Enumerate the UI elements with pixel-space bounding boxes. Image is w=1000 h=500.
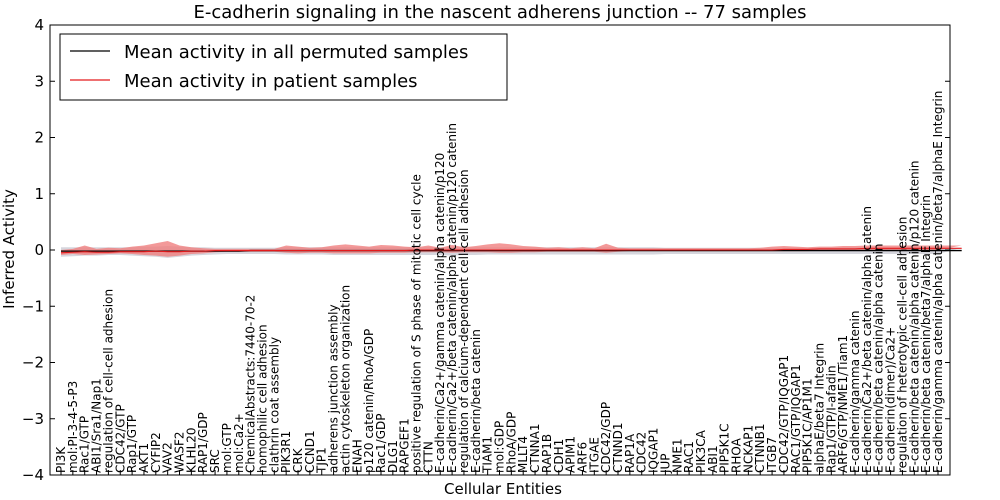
patient-band bbox=[61, 241, 962, 257]
x-tick-label: AKT1 bbox=[137, 443, 151, 473]
x-tick-label: RAPGEF1 bbox=[398, 418, 412, 473]
x-tick-label: SRC bbox=[208, 449, 222, 473]
x-tick-label: CDH1 bbox=[552, 439, 566, 473]
x-tick-label: E-cadherin/Ca2+/gamma catenin/alpha cate… bbox=[433, 153, 447, 473]
y-axis-label: Inferred Activity bbox=[0, 189, 18, 309]
plot-frame bbox=[49, 24, 951, 476]
x-tick-label: clathrin coat assembly bbox=[267, 337, 281, 473]
x-tick-label: NME1 bbox=[670, 438, 684, 473]
x-tick-label: CTNNB1 bbox=[753, 423, 767, 473]
x-tick-label: PI3K bbox=[54, 446, 68, 473]
x-tick-label: E-cadherin/Ca2+/beta catenin/alpha caten… bbox=[860, 206, 874, 473]
x-tick-label: IQGAP1 bbox=[647, 428, 661, 473]
x-tick-label: APIM1 bbox=[564, 436, 578, 473]
x-tick-label: JUP bbox=[658, 453, 672, 474]
x-tick-label: RAC1 bbox=[682, 441, 696, 473]
x-tick-label: ITGB7 bbox=[765, 437, 779, 473]
y-tick-label: 2 bbox=[34, 129, 44, 147]
x-tick-label: E-cadherin/gamma catenin bbox=[848, 310, 862, 473]
x-tick-label: mol:PI-3-4-5-P3 bbox=[66, 381, 80, 473]
y-tick-label: −4 bbox=[22, 466, 44, 484]
x-tick-label: mol:GDP bbox=[493, 421, 507, 473]
x-tick-label: CDC42/GTP bbox=[113, 404, 127, 473]
x-tick-label: KLHL20 bbox=[184, 427, 198, 473]
x-tick-label: PIP5K1C/AP1M1 bbox=[801, 378, 815, 473]
y-tick-label: 4 bbox=[34, 16, 44, 34]
x-tick-label: p120 catenin/RhoA/GDP bbox=[362, 329, 376, 473]
x-tick-label: CDC42 bbox=[635, 432, 649, 473]
x-tick-label: Rap1/GTP bbox=[125, 415, 139, 473]
chart-title: E-cadherin signaling in the nascent adhe… bbox=[193, 2, 806, 23]
x-tick-label: ChemicalAbstracts:7440-70-2 bbox=[244, 295, 258, 473]
x-tick-label: ENAH bbox=[350, 439, 364, 473]
legend-label-patient: Mean activity in patient samples bbox=[124, 71, 418, 92]
x-tick-label: ARF6 bbox=[575, 442, 589, 473]
x-tick-label: WASF2 bbox=[173, 431, 187, 473]
y-tick-label: 1 bbox=[34, 185, 44, 203]
x-tick-label: CYFIP2 bbox=[149, 432, 163, 473]
x-tick-label: alphaE/beta7 Integrin bbox=[812, 343, 826, 473]
legend-label-permuted: Mean activity in all permuted samples bbox=[124, 42, 468, 63]
x-tick-label: homophilic cell adhesion bbox=[255, 324, 269, 473]
x-tick-label: positive regulation of S phase of mitoti… bbox=[410, 174, 424, 473]
plot-area: −4 −3 −2 −1 0 1 2 3 4PI3Kmol:PI-3-4-5-P3Rac1/GTP… bbox=[22, 16, 962, 484]
x-tick-label: E-cadherin/gamma catenin/alpha catenin/b… bbox=[931, 91, 945, 473]
legend-box bbox=[59, 33, 508, 101]
x-tick-label: mol:GTP bbox=[220, 423, 234, 473]
x-tick-label: Rac1/GDP bbox=[374, 414, 388, 473]
x-tick-label: adherens junction assembly bbox=[327, 304, 341, 473]
x-tick-label: CRK bbox=[291, 447, 305, 473]
x-tick-label: E-cadherin/beta catenin/alpha catenin/p1… bbox=[907, 160, 921, 473]
x-tick-label: PIK3R1 bbox=[279, 431, 293, 473]
x-tick-label: E-cadherin/beta catenin/alpha catenin bbox=[872, 243, 886, 473]
x-tick-label: RAC1/GTP/IQGAP1 bbox=[789, 364, 803, 473]
x-tick-label: actin cytoskeleton organization bbox=[338, 285, 352, 473]
x-tick-label: CTTN bbox=[421, 441, 435, 473]
x-tick-label: MLLT4 bbox=[516, 436, 530, 473]
x-tick-label: mol:Ca2+ bbox=[232, 413, 246, 473]
x-tick-label: VAV2 bbox=[161, 442, 175, 473]
x-tick-label: TIAM1 bbox=[481, 436, 495, 474]
x-tick-label: CDC42/GDP bbox=[599, 402, 613, 473]
x-tick-label: ABI1/Sra1/Nap1 bbox=[90, 378, 104, 473]
x-tick-label: ITGAE bbox=[587, 437, 601, 473]
y-tick-label: −2 bbox=[22, 354, 44, 372]
x-tick-label: E-cadherin/Ca2+/beta catenin/alpha caten… bbox=[445, 123, 459, 473]
x-tick-label: RAP1A bbox=[623, 433, 637, 473]
x-tick-label: RAP1B bbox=[540, 434, 554, 473]
x-tick-label: CTNNA1 bbox=[528, 423, 542, 473]
x-tick-label: RAP1/GDP bbox=[196, 412, 210, 473]
x-tick-label: DLG1 bbox=[386, 440, 400, 473]
y-tick-label: −3 bbox=[22, 410, 44, 428]
x-tick-label: Rap1/GTP/I-afadin bbox=[824, 365, 838, 473]
y-tick-label: 0 bbox=[34, 241, 44, 259]
x-tick-label: CTNND1 bbox=[611, 422, 625, 473]
x-tick-label: RhoA/GDP bbox=[504, 412, 518, 473]
x-tick-label: Rac1/GTP bbox=[78, 416, 92, 473]
x-axis-label: Cellular Entities bbox=[444, 480, 562, 498]
x-tick-label: E-cadherin/beta catenin/beta7/alphaE Int… bbox=[919, 195, 933, 473]
x-tick-label: CCND1 bbox=[303, 430, 317, 473]
x-tick-label: regulation of cell-cell adhesion bbox=[101, 289, 115, 473]
y-tick-label: −1 bbox=[22, 297, 44, 315]
x-tick-label: TJP1 bbox=[315, 447, 329, 474]
x-tick-label: regulation of calcium-dependent cell-cel… bbox=[457, 169, 471, 473]
y-tick-label: 3 bbox=[34, 72, 44, 90]
x-tick-label: RHOA bbox=[730, 437, 744, 473]
legend: Mean activity in all permuted samples Me… bbox=[59, 33, 508, 101]
x-tick-label: PIP5K1C bbox=[718, 423, 732, 473]
x-tick-label: CDC42/GTP/IQGAP1 bbox=[777, 355, 791, 473]
series-line-patient bbox=[60, 247, 962, 254]
x-tick-label: regulation of heterotypic cell-cell adhe… bbox=[895, 217, 909, 473]
x-tick-label: E-cadherin(dimer)/Ca2+ bbox=[884, 327, 898, 473]
x-tick-label: ABI1 bbox=[706, 445, 720, 473]
x-tick-label: PIK3CA bbox=[694, 429, 708, 473]
x-tick-label: E-cadherin/beta catenin bbox=[469, 329, 483, 473]
x-tick-label: ARF6/GTP/NME1/Tiam1 bbox=[836, 335, 850, 473]
x-tick-label: NCKAP1 bbox=[741, 425, 755, 473]
